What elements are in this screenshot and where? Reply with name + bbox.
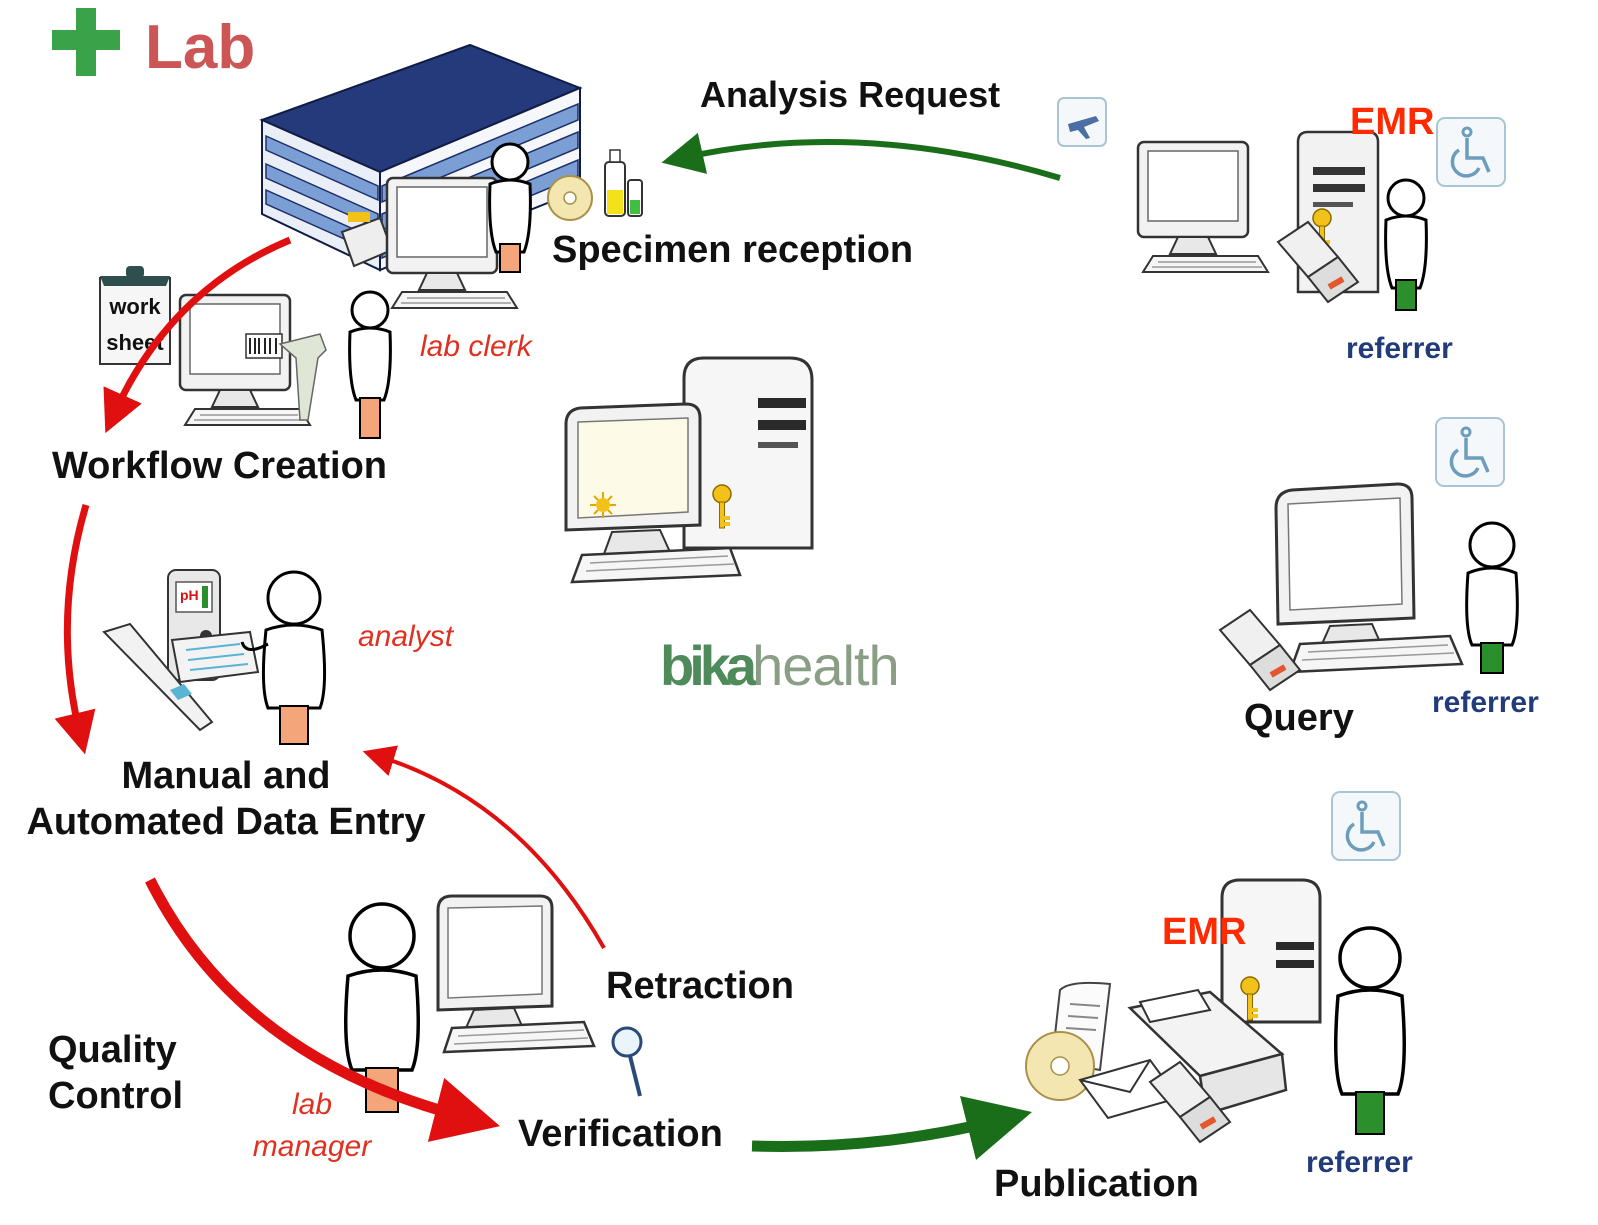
publication-disc-icon bbox=[1025, 1031, 1095, 1101]
analysis-request-label: Analysis Request bbox=[700, 74, 1000, 115]
barcode-scanner-icon bbox=[245, 333, 327, 421]
quality-control-label-line2: Control bbox=[48, 1075, 183, 1117]
data-entry-label-line2: Automated Data Entry bbox=[26, 801, 425, 843]
workflow-to-data-entry-arrow bbox=[54, 504, 96, 755]
lab-clerk-person-icon bbox=[348, 290, 392, 439]
workflow-creation-label: Workflow Creation bbox=[52, 445, 387, 487]
specimen-bottles-icon bbox=[604, 149, 643, 217]
analyst-role-label: analyst bbox=[358, 620, 455, 653]
reception-to-workflow-arrow bbox=[103, 236, 292, 434]
ph-meter-label: pH bbox=[180, 587, 199, 603]
emr-bottom-label: EMR bbox=[1162, 911, 1246, 953]
specimen-reception-label: Specimen reception bbox=[552, 229, 913, 271]
wheelchair-icon-bottom bbox=[1330, 790, 1402, 862]
sun-icon bbox=[590, 492, 616, 518]
referrer-top-person-icon bbox=[1384, 178, 1428, 311]
receptionist-person-icon bbox=[488, 142, 532, 273]
disc-icon bbox=[547, 175, 593, 221]
airplane-icon bbox=[1057, 97, 1107, 147]
analyst-person-icon bbox=[240, 570, 327, 745]
worksheet-clipboard-icon bbox=[99, 266, 171, 365]
lab-clerk-role-label: lab clerk bbox=[420, 330, 534, 363]
lab-manager-role-line2: manager bbox=[253, 1130, 372, 1163]
magnifier-icon bbox=[611, 1026, 643, 1097]
manager-computer-icon bbox=[436, 894, 596, 1054]
pipette-icon bbox=[102, 622, 214, 732]
lab-manager-person-icon bbox=[344, 902, 420, 1113]
quality-control-label-line1: Quality bbox=[48, 1029, 177, 1071]
bika-health-logo: bikahealth bbox=[660, 634, 899, 697]
referrer-bottom-label: referrer bbox=[1306, 1146, 1413, 1179]
plus-icon bbox=[52, 8, 120, 76]
retraction-label: Retraction bbox=[606, 965, 794, 1007]
worksheet-label-line1: work bbox=[108, 294, 161, 319]
fax-icon bbox=[1127, 988, 1288, 1116]
central-server-icon bbox=[682, 356, 814, 550]
clerk-computer-icon bbox=[178, 293, 312, 427]
referrer-top-computer-icon bbox=[1136, 140, 1270, 274]
referrer-middle-person-icon bbox=[1465, 521, 1519, 674]
referrer-bottom-person-icon bbox=[1334, 926, 1406, 1135]
query-computer-icon bbox=[1274, 482, 1464, 674]
verification-to-publication-arrow bbox=[751, 1095, 1033, 1161]
analysis-request-arrow bbox=[661, 132, 1061, 181]
data-entry-label-line1: Manual and bbox=[121, 755, 330, 797]
wheelchair-icon-top bbox=[1435, 116, 1507, 188]
wheelchair-icon-middle bbox=[1434, 416, 1506, 488]
central-monitor-icon bbox=[564, 402, 742, 584]
keypad-icon bbox=[170, 630, 260, 684]
referrer-top-label: referrer bbox=[1346, 332, 1453, 365]
retraction-arrow bbox=[362, 745, 606, 949]
query-label: Query bbox=[1244, 697, 1354, 739]
brand-title: Lab bbox=[145, 13, 255, 82]
publication-label: Publication bbox=[994, 1163, 1199, 1205]
referrer-middle-label: referrer bbox=[1432, 686, 1539, 719]
data-entry-to-verification-arrow bbox=[145, 877, 500, 1142]
verification-label: Verification bbox=[518, 1113, 723, 1155]
lab-manager-role-line1: lab bbox=[292, 1088, 332, 1121]
emr-top-label: EMR bbox=[1350, 101, 1434, 143]
